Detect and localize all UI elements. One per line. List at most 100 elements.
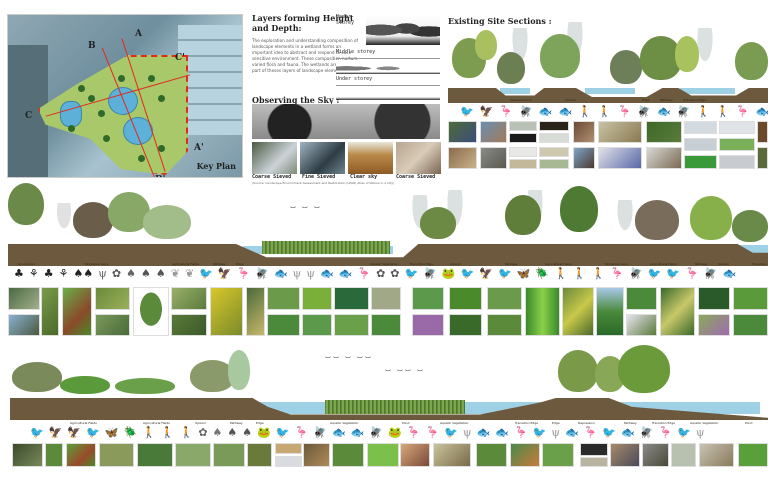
heron-icon: 🦩	[499, 105, 514, 118]
marker-c-prime: C'	[175, 53, 185, 63]
person-icon: 🚶	[160, 426, 175, 439]
key-plan-map: A A' B B' C C' Key Plan	[7, 14, 243, 178]
fish-icon: 🐟	[558, 105, 573, 118]
heron-icon: 🦩	[236, 267, 251, 280]
bird-icon: 🐦	[199, 267, 213, 280]
person-icon: 🚶	[578, 105, 592, 118]
beetle-icon: 🪲	[123, 426, 138, 439]
bird-icon: 🦅	[479, 105, 494, 118]
dragonfly-icon: 🪰	[313, 426, 327, 439]
sky-heading: Observing the Sky :	[252, 95, 340, 105]
tree-icon: ♠	[140, 267, 151, 280]
bird-icon: 🐦	[30, 426, 44, 439]
fish-icon: 🐟	[273, 267, 288, 280]
person-icon: 🚶	[142, 426, 156, 439]
sky-photo-coarse-1	[252, 142, 297, 174]
shrub-icon: ♣	[14, 267, 24, 280]
fish-icon: 🐟	[722, 267, 737, 280]
sky-canopy-photo	[252, 104, 440, 139]
person-icon: 🚶	[179, 426, 194, 439]
tree-icon: ♠	[212, 426, 223, 439]
bush-icon: ✿	[390, 267, 400, 280]
person-icon: 🚶	[597, 105, 612, 118]
bird-icon: 🐦	[602, 426, 617, 439]
heron-icon: 🦩	[735, 105, 750, 118]
birds-flock-icon: ︶ ︶ ︶	[290, 207, 322, 214]
person-icon: 🚶	[591, 267, 606, 280]
heron-icon: 🦩	[513, 426, 528, 439]
sky-caption: Fine Sieved	[302, 174, 336, 180]
dragonfly-icon: 🪰	[703, 267, 718, 280]
tree-icon: ♠	[242, 426, 253, 439]
heron-icon: 🦩	[617, 105, 632, 118]
tree-pair-icon: ♠♠	[73, 267, 94, 280]
dragonfly-icon: 🪰	[676, 105, 691, 118]
under-storey-label: Under storey	[336, 76, 373, 82]
heron-icon: 🦩	[583, 426, 598, 439]
eagle-icon: 🦅	[479, 267, 494, 280]
dragonfly-icon: 🪰	[369, 426, 384, 439]
grass-icon: ψ	[462, 426, 472, 439]
bird-icon: 🐦	[404, 267, 419, 280]
bush-icon: ✿	[198, 426, 208, 439]
fish-icon: 🐟	[350, 426, 365, 439]
fish-icon: 🐟	[755, 105, 768, 118]
beetle-icon: 🪲	[535, 267, 550, 280]
palm-icon: ⚘	[58, 267, 69, 280]
middle-storey-trees	[336, 60, 440, 74]
frog-icon: 🐸	[441, 267, 456, 280]
person-icon: 🚶	[696, 105, 711, 118]
dragonfly-icon: 🪰	[628, 267, 643, 280]
upper-storey-label: Upper storey	[336, 14, 355, 26]
bird-icon: 🐦	[275, 426, 290, 439]
key-plan-title: Key Plan	[196, 161, 236, 171]
butterfly-icon: 🦋	[104, 426, 119, 439]
sky-photo-coarse-2	[396, 142, 441, 174]
fish-icon: 🐟	[338, 267, 353, 280]
bird-icon: 🐦	[460, 267, 475, 280]
grass-icon: ψ	[695, 426, 705, 439]
layers-description: The exploration and understanding compos…	[252, 38, 359, 74]
herb-icon: ❦	[170, 267, 180, 280]
bird-icon: 🐦	[666, 267, 681, 280]
heron-icon: 🦩	[658, 426, 673, 439]
existing-sections-heading: Existing Site Sections :	[448, 16, 552, 26]
upper-storey-trees	[366, 15, 440, 45]
fish-icon: 🐟	[538, 105, 553, 118]
sky-caption: Clear sky	[350, 174, 378, 180]
butterfly-icon: 🦋	[516, 267, 531, 280]
dragonfly-icon: 🪰	[639, 426, 654, 439]
sky-caption: Coarse Sieved	[396, 174, 436, 180]
eagle-icon: 🦅	[67, 426, 82, 439]
fish-icon: 🐟	[319, 267, 334, 280]
bird-icon: 🦅	[48, 426, 63, 439]
birds-flock-icon: ︶ ︶︶ ︶	[385, 370, 425, 377]
grass-icon: ψ	[551, 426, 560, 439]
heron-icon: 🦩	[685, 267, 699, 280]
dragonfly-icon: 🪰	[423, 267, 437, 280]
marker-c: C	[25, 111, 33, 121]
dragonfly-icon: 🪰	[255, 267, 269, 280]
sky-photo-clear	[348, 142, 393, 174]
heron-icon: 🦩	[357, 267, 372, 280]
person-icon: 🚶	[716, 105, 730, 118]
frog-icon: 🐸	[257, 426, 271, 439]
grass-icon: ψ	[306, 267, 315, 280]
pond	[60, 101, 82, 127]
sky-photo-fine	[300, 142, 345, 174]
person-icon: 🚶	[572, 267, 587, 280]
bird-icon: 🐦	[444, 426, 458, 439]
birds-flock-icon: ︶︶ ︶ ︶︶	[325, 357, 373, 364]
sky-caption: Coarse Sieved	[252, 174, 292, 180]
bird-icon: 🐦	[677, 426, 691, 439]
tree-icon: ♠	[126, 267, 136, 280]
herb-icon: ❦	[184, 267, 195, 280]
bird-icon: 🦅	[217, 267, 232, 280]
middle-storey-label: Middle storey	[336, 49, 376, 55]
bush-icon: ✿	[111, 267, 122, 280]
bird-icon: 🐦	[460, 105, 474, 118]
existing-fauna-icons: 🐦🦅🦩🪰🐟🐟🚶🚶🦩🪰🐟🪰🚶🚶🦩🐟🐟🐟🪰	[460, 106, 768, 117]
bird-icon: 🐦	[532, 426, 547, 439]
heron-icon: 🦩	[610, 267, 624, 280]
